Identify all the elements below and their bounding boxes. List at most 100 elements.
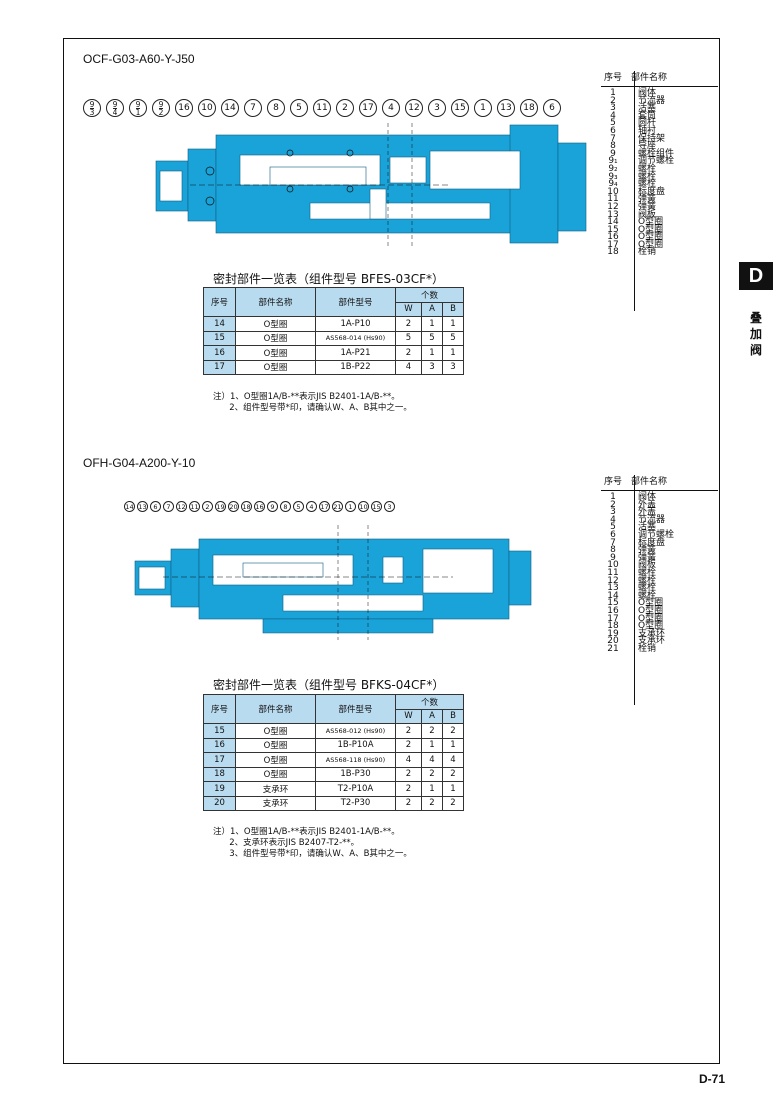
callout-marker: 3	[384, 501, 395, 512]
callout-marker: 5	[290, 99, 308, 117]
callout-marker: 16	[175, 99, 193, 117]
seal-w: 5	[395, 330, 422, 346]
seal-a: 2	[420, 723, 443, 739]
seal-model: AS568-118 (Hs90)	[315, 752, 396, 768]
part-name: 阀体	[638, 492, 657, 502]
part-no: 21	[607, 643, 619, 654]
seal-no: 17	[203, 752, 236, 768]
seal-a: 1	[420, 781, 443, 797]
part-name: O型圈	[638, 613, 664, 624]
callout-marker: 6	[150, 501, 161, 512]
part-no: 5	[610, 522, 616, 533]
page-number: D-71	[699, 1072, 726, 1086]
part-name: 螺栓	[638, 171, 657, 182]
callout-marker: 16	[254, 501, 265, 512]
part-name: 阀板	[638, 209, 657, 220]
part-no: 14	[607, 590, 619, 601]
part-no: 18	[607, 621, 619, 632]
seal-b: 1	[441, 316, 465, 332]
seal-no: 14	[203, 316, 236, 332]
seal-b: 2	[441, 795, 465, 811]
parts-header: 序号 部件名称	[601, 71, 718, 87]
callout-marker: 14	[221, 99, 239, 117]
part-no: 9₂	[608, 163, 618, 174]
part-no: 9₄	[608, 179, 618, 190]
chapter-tab: D	[739, 262, 773, 290]
col-name: 部件名称	[235, 694, 316, 724]
parts-header-no: 序号	[603, 72, 622, 83]
part-no: 13	[607, 209, 619, 220]
seal-w: 4	[395, 359, 422, 375]
part-no: 12	[607, 575, 619, 586]
part-name: 保持架	[638, 133, 666, 144]
seal-b: 2	[441, 766, 465, 782]
callout-label: 9	[135, 99, 141, 109]
seal-b: 5	[441, 330, 465, 346]
part-name: O型圈	[638, 217, 664, 228]
part-name: 螺栓	[638, 163, 657, 174]
seal-b: 2	[441, 723, 465, 739]
col-b: B	[441, 708, 465, 724]
part-name: O型圈	[638, 239, 664, 250]
col-w: W	[395, 301, 422, 317]
part-name: 活塞	[638, 103, 657, 114]
callout-marker: 1	[345, 501, 356, 512]
part-no: 8	[610, 141, 616, 152]
section2-valve-drawing	[134, 525, 532, 640]
callout-marker: 9	[267, 501, 278, 512]
part-name: 阀体	[638, 88, 657, 98]
col-a: A	[420, 301, 443, 317]
chapter-label: 叠加阀	[749, 311, 762, 357]
seal-name: O型圈	[235, 752, 316, 768]
part-no: 11	[607, 567, 619, 578]
seal-w: 4	[395, 752, 422, 768]
seal-w: 2	[395, 723, 422, 739]
parts-row: 12 螺栓	[601, 575, 718, 586]
part-name: O型圈	[638, 621, 664, 632]
section1-notes: 注）1、O型圈1A/B-**表示JIS B2401-1A/B-**。 2、组件型…	[213, 392, 412, 413]
seal-no: 15	[203, 330, 236, 346]
seal-no: 16	[203, 737, 236, 753]
part-name: 轴衬	[638, 125, 657, 136]
seal-name: 支承环	[235, 781, 316, 797]
seal-b: 1	[441, 737, 465, 753]
part-no: 20	[607, 636, 619, 647]
part-no: 8	[610, 545, 616, 556]
seal-name: O型圈	[235, 330, 316, 346]
callout-marker: 8	[280, 501, 291, 512]
seal-model: 1A-P21	[315, 345, 396, 361]
seal-a: 1	[420, 737, 443, 753]
callout-marker: 7	[163, 501, 174, 512]
callout-label: 3	[89, 107, 95, 117]
seal-model: T2-P10A	[315, 781, 396, 797]
part-name: 弹簧	[638, 552, 657, 563]
callout-marker: 2	[202, 501, 213, 512]
callout-marker: 2	[336, 99, 354, 117]
parts-header: 序号 部件名称	[601, 475, 718, 491]
section1-valve-drawing	[155, 123, 587, 248]
part-name: 活塞	[638, 522, 657, 533]
parts-row: 13 阀板	[601, 209, 718, 220]
callout-marker: 13	[497, 99, 515, 117]
part-name: O型圈	[638, 224, 664, 235]
seal-a: 2	[420, 766, 443, 782]
section1-seal-title: 密封部件一览表（组件型号 BFES-03CF*）	[213, 272, 445, 286]
part-name: 螺栓	[638, 575, 657, 586]
callout-marker: 15	[371, 501, 382, 512]
